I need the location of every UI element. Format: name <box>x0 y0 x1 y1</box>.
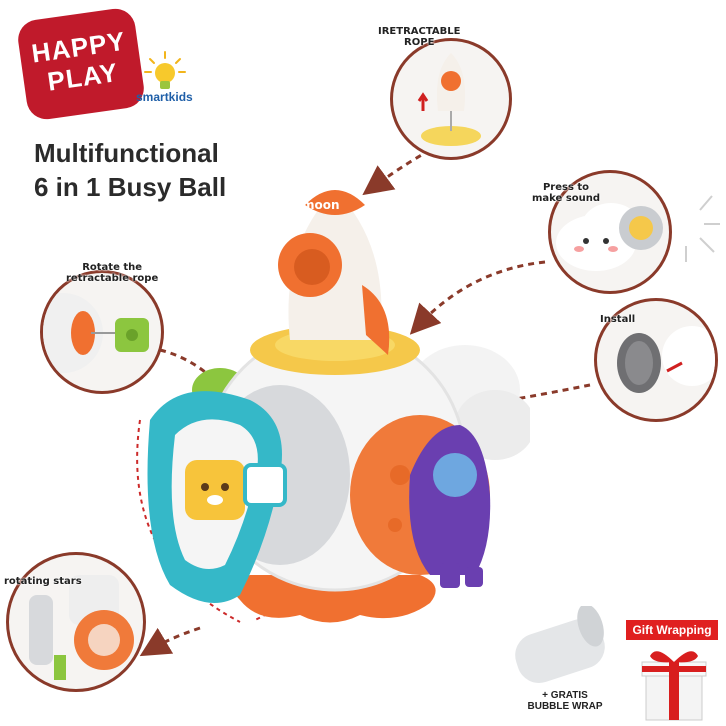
headline-line-1: Multifunctional <box>34 138 219 168</box>
lightbulb-icon <box>144 51 186 89</box>
press-sound-label: Press to make sound <box>532 182 600 204</box>
install-illustration <box>617 326 715 393</box>
install-label: Install <box>600 314 636 325</box>
rotate-rope-illustration <box>43 293 149 373</box>
press-label-line-1: Press to <box>542 182 590 193</box>
bubble-wrap-image <box>515 606 605 683</box>
product-headline: Multifunctional 6 in 1 Busy Ball <box>34 136 226 204</box>
rope-label-line-1: IRETRACTABLE <box>378 26 461 37</box>
rotate-label-line-1: Rotate the <box>82 262 143 273</box>
press-label-line-2: make sound <box>532 193 601 204</box>
rotating-stars-label: rotating stars <box>4 576 82 587</box>
callout-rotate-rope <box>40 270 164 394</box>
bubble-wrap-label: + GRATIS BUBBLE WRAP <box>520 690 610 712</box>
gift-wrapping-label: Gift Wrapping <box>626 620 718 640</box>
brand-subtitle: smartkids <box>136 90 193 104</box>
callout-install <box>594 298 718 422</box>
rope-label-line-2: ROPE <box>404 37 435 48</box>
bubble-label-line-1: + GRATIS <box>542 690 588 701</box>
bubble-label-line-2: BUBBLE WRAP <box>527 701 603 712</box>
rotate-rope-label: Rotate the retractable rope <box>66 262 158 284</box>
gift-box-icon <box>641 651 707 721</box>
callout-retractable-rope <box>390 38 512 160</box>
rotate-label-line-2: retractable rope <box>66 273 159 284</box>
callout-rotating-stars <box>6 552 146 692</box>
callout-press-sound <box>548 170 672 294</box>
rocket-rope-illustration <box>417 53 481 146</box>
headline-line-2: 6 in 1 Busy Ball <box>34 172 227 202</box>
cloud-face-illustration <box>556 203 663 271</box>
rotating-stars-illustration <box>29 575 134 680</box>
retractable-rope-label: IRETRACTABLE ROPE <box>378 26 460 48</box>
busy-ball-toy: moon <box>147 190 530 623</box>
rocket-label: moon <box>302 198 340 212</box>
